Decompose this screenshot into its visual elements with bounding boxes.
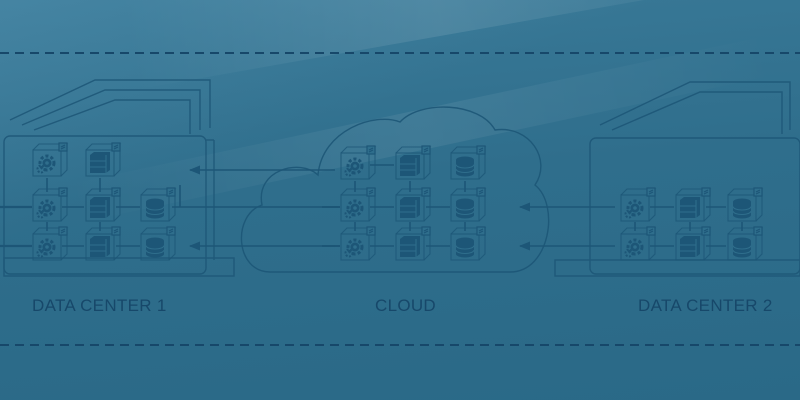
cloud-grid <box>322 146 485 260</box>
data-center-1-label: DATA CENTER 1 <box>32 296 167 316</box>
data-center-1-grid <box>0 143 175 260</box>
cloud-shape <box>241 107 548 272</box>
connections <box>172 170 615 246</box>
cloud-label: CLOUD <box>375 296 436 316</box>
data-center-2-building <box>555 82 800 276</box>
data-center-2-label: DATA CENTER 2 <box>638 296 773 316</box>
data-center-2-grid <box>621 188 762 260</box>
